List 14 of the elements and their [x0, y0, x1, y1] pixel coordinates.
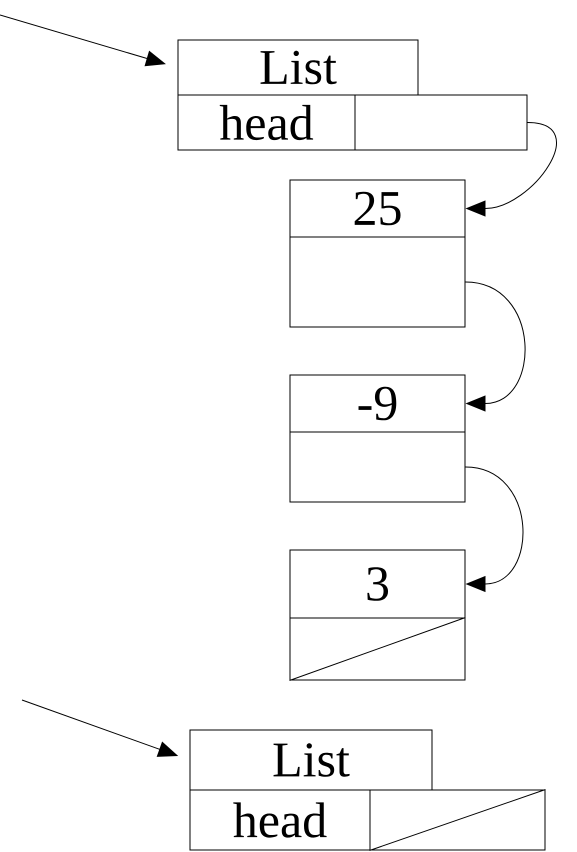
pointer-cell	[290, 236, 466, 328]
pointer-cell	[354, 94, 528, 150]
value-cell: 3	[290, 550, 466, 618]
value-cell: -9	[290, 374, 466, 432]
field-cell: head	[178, 94, 356, 150]
arrow	[465, 466, 524, 592]
field-cell: head	[190, 790, 370, 850]
arrow	[465, 282, 526, 412]
pointer-cell	[290, 432, 466, 502]
class-name-cell: List	[178, 40, 418, 96]
class-name-cell: List	[190, 730, 432, 790]
value-cell: 25	[290, 180, 466, 238]
null-pointer-cell	[289, 617, 466, 681]
null-pointer-cell	[369, 789, 546, 851]
